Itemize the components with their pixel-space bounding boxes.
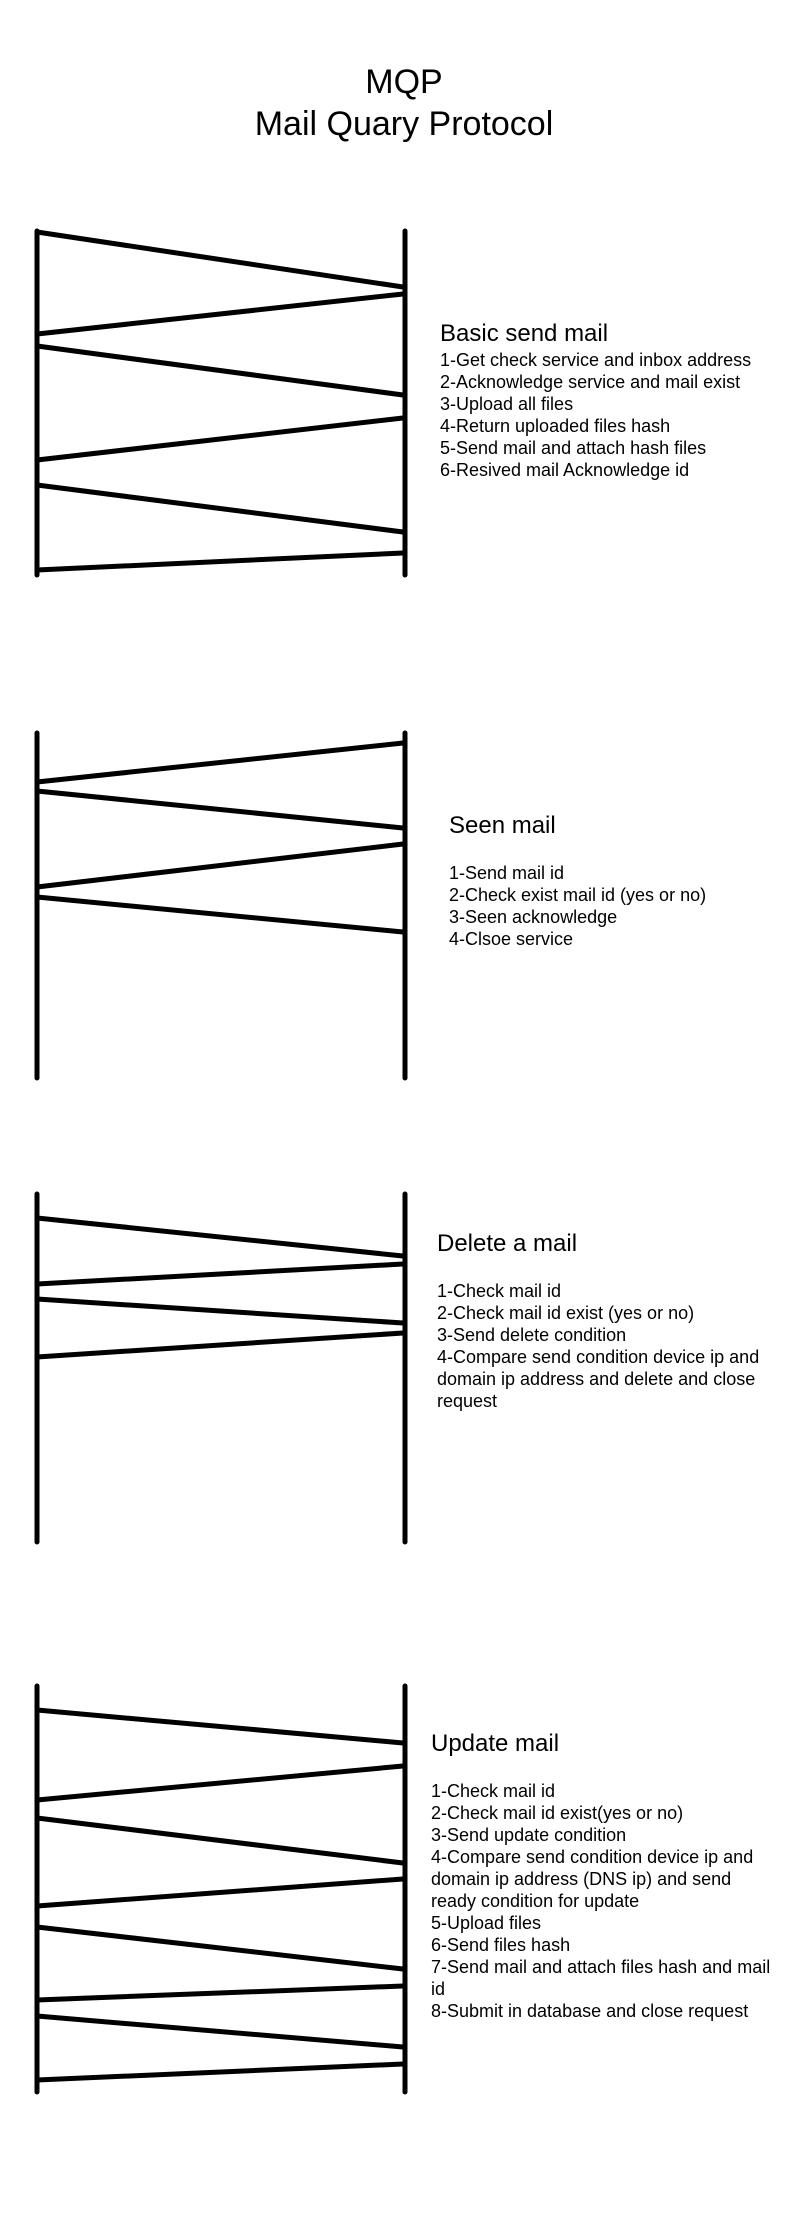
message-arrow <box>34 229 406 290</box>
step-item: 3-Send update condition <box>431 1825 627 1845</box>
sequence-seen-mail <box>34 730 408 1081</box>
step-item: 4-Clsoe service <box>449 929 574 949</box>
section-title-seen-mail: Seen mail <box>449 812 556 839</box>
step-item: 2-Check mail id exist(yes or no) <box>431 1803 684 1823</box>
message-arrow <box>34 1296 406 1326</box>
message-arrow <box>34 2013 406 2050</box>
step-item: 1-Check mail id <box>431 1781 556 1801</box>
message-arrow <box>34 1815 406 1866</box>
step-item: 5-Send mail and attach hash files <box>440 438 707 458</box>
steps-delete-mail: 1-Check mail id 2-Check mail id exist (y… <box>437 1280 792 1412</box>
message-arrow <box>34 343 406 398</box>
message-arrow <box>34 1924 406 1972</box>
step-item: 4-Return uploaded files hash <box>440 416 671 436</box>
sequence-delete-mail <box>34 1191 408 1545</box>
page-subtitle: Mail Quary Protocol <box>254 105 554 143</box>
message-arrow <box>34 550 406 573</box>
section-title-basic-send-mail: Basic send mail <box>440 320 609 347</box>
message-arrow <box>34 1215 406 1259</box>
message-arrow <box>34 1707 406 1746</box>
step-item: 1-Get check service and inbox address <box>440 350 752 370</box>
step-item: 1-Check mail id <box>437 1281 562 1301</box>
steps-basic-send-mail: 1-Get check service and inbox address 2-… <box>440 349 751 481</box>
step-item: 4-Compare send condition device ip and d… <box>437 1347 760 1411</box>
step-item: 3-Upload all files <box>440 394 574 414</box>
step-item: 8-Submit in database and close request <box>431 2001 749 2021</box>
step-item: 3-Send delete condition <box>437 1325 627 1345</box>
sequence-update-mail <box>34 1683 408 2095</box>
message-arrow <box>34 894 406 935</box>
message-arrow <box>34 1763 406 1803</box>
steps-update-mail: 1-Check mail id 2-Check mail id exist(ye… <box>431 1780 781 2022</box>
section-title-update-mail: Update mail <box>431 1730 560 1757</box>
step-item: 2-Check mail id exist (yes or no) <box>437 1303 695 1323</box>
message-arrow <box>34 1876 406 1909</box>
message-arrow <box>34 841 406 890</box>
step-item: 6-Resived mail Acknowledge id <box>440 460 690 480</box>
step-item: 1-Send mail id <box>449 863 565 883</box>
message-arrow <box>34 740 406 785</box>
message-arrow <box>34 788 406 831</box>
step-item: 3-Seen acknowledge <box>449 907 618 927</box>
message-arrow <box>34 482 406 535</box>
step-item: 5-Upload files <box>431 1913 542 1933</box>
message-arrow <box>34 1330 406 1360</box>
section-title-delete-mail: Delete a mail <box>437 1230 578 1257</box>
step-item: 7-Send mail and attach files hash and ma… <box>431 1957 771 1999</box>
message-arrow <box>34 1261 406 1287</box>
message-arrow <box>34 1983 406 2003</box>
page-title: MQP <box>365 63 443 101</box>
sequence-basic-send-mail <box>34 228 408 578</box>
message-arrow <box>34 415 406 463</box>
step-item: 4-Compare send condition device ip and d… <box>431 1847 754 1911</box>
message-arrow <box>34 291 406 337</box>
step-item: 2-Acknowledge service and mail exist <box>440 372 741 392</box>
steps-seen-mail: 1-Send mail id 2-Check exist mail id (ye… <box>449 862 706 950</box>
step-item: 2-Check exist mail id (yes or no) <box>449 885 707 905</box>
step-item: 6-Send files hash <box>431 1935 571 1955</box>
message-arrow <box>34 2061 406 2083</box>
